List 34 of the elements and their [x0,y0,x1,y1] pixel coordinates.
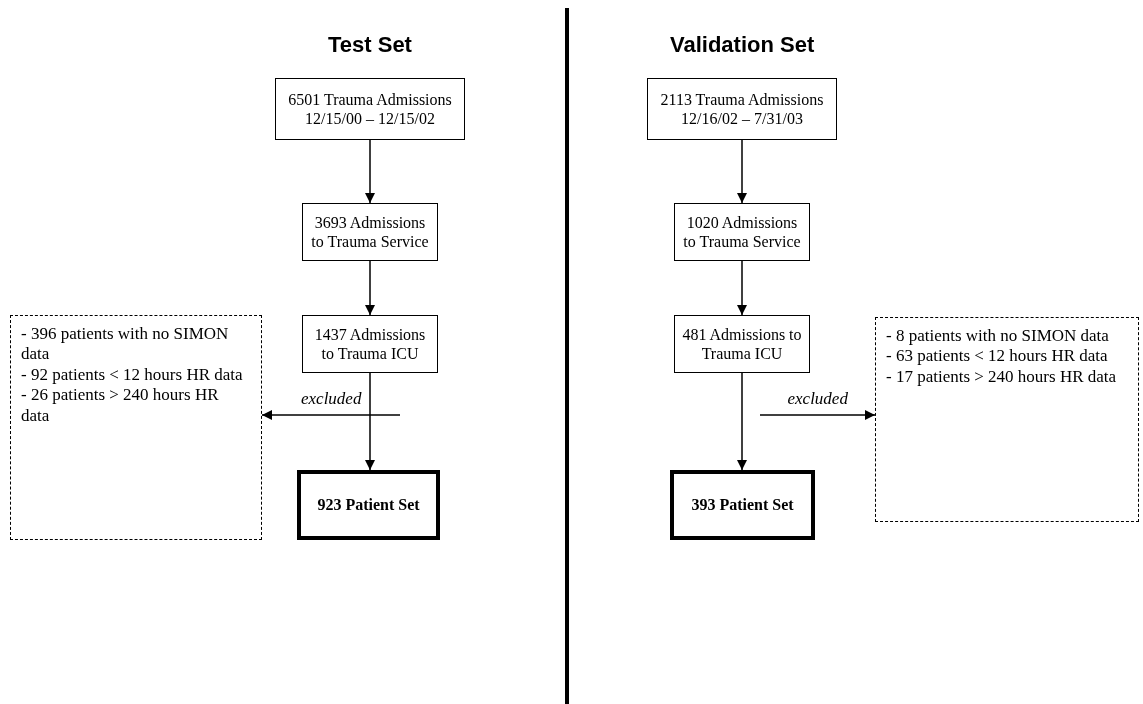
box-text: - 92 patients < 12 hours HR data [21,364,243,386]
box-text: 3693 Admissions to Trauma Service [310,212,430,252]
process-box [647,78,837,140]
box-text: - 8 patients with no SIMON data [886,326,1109,347]
arrow [365,372,375,471]
exclusion-box [10,315,262,540]
result-box [297,470,440,540]
exclusion-box [875,317,1139,522]
box-text: - 63 patients < 12 hours HR data [886,346,1108,367]
process-box [275,78,465,140]
arrow [759,410,876,420]
box-text: 1437 Admissions to Trauma ICU [313,324,427,364]
arrow [737,139,747,204]
section-heading: Test Set [328,32,412,58]
box-text: 393 Patient Set [691,495,794,515]
box-text: 6501 Trauma Admissions 12/15/00 – 12/15/02 [287,89,453,129]
box-text: 1020 Admissions to Trauma Service [682,212,802,252]
box-text: - 396 patients with no SIMON data [21,324,230,365]
process-box [302,315,438,373]
box-text: 2113 Trauma Admissions 12/16/02 – 7/31/03 [659,89,825,129]
arrow [737,372,747,471]
box-text: 923 Patient Set [317,495,420,515]
arrow [365,260,375,316]
process-box [674,315,810,373]
arrow [365,139,375,204]
arrow [737,260,747,316]
box-text: - 26 patients > 240 hours HR data [21,385,220,426]
arrow [261,410,401,420]
result-box [670,470,815,540]
process-box [302,203,438,261]
process-box [674,203,810,261]
section-heading: Validation Set [670,32,815,58]
box-text: 481 Admissions to Trauma ICU [681,324,803,364]
box-text: - 17 patients > 240 hours HR data [886,366,1117,388]
